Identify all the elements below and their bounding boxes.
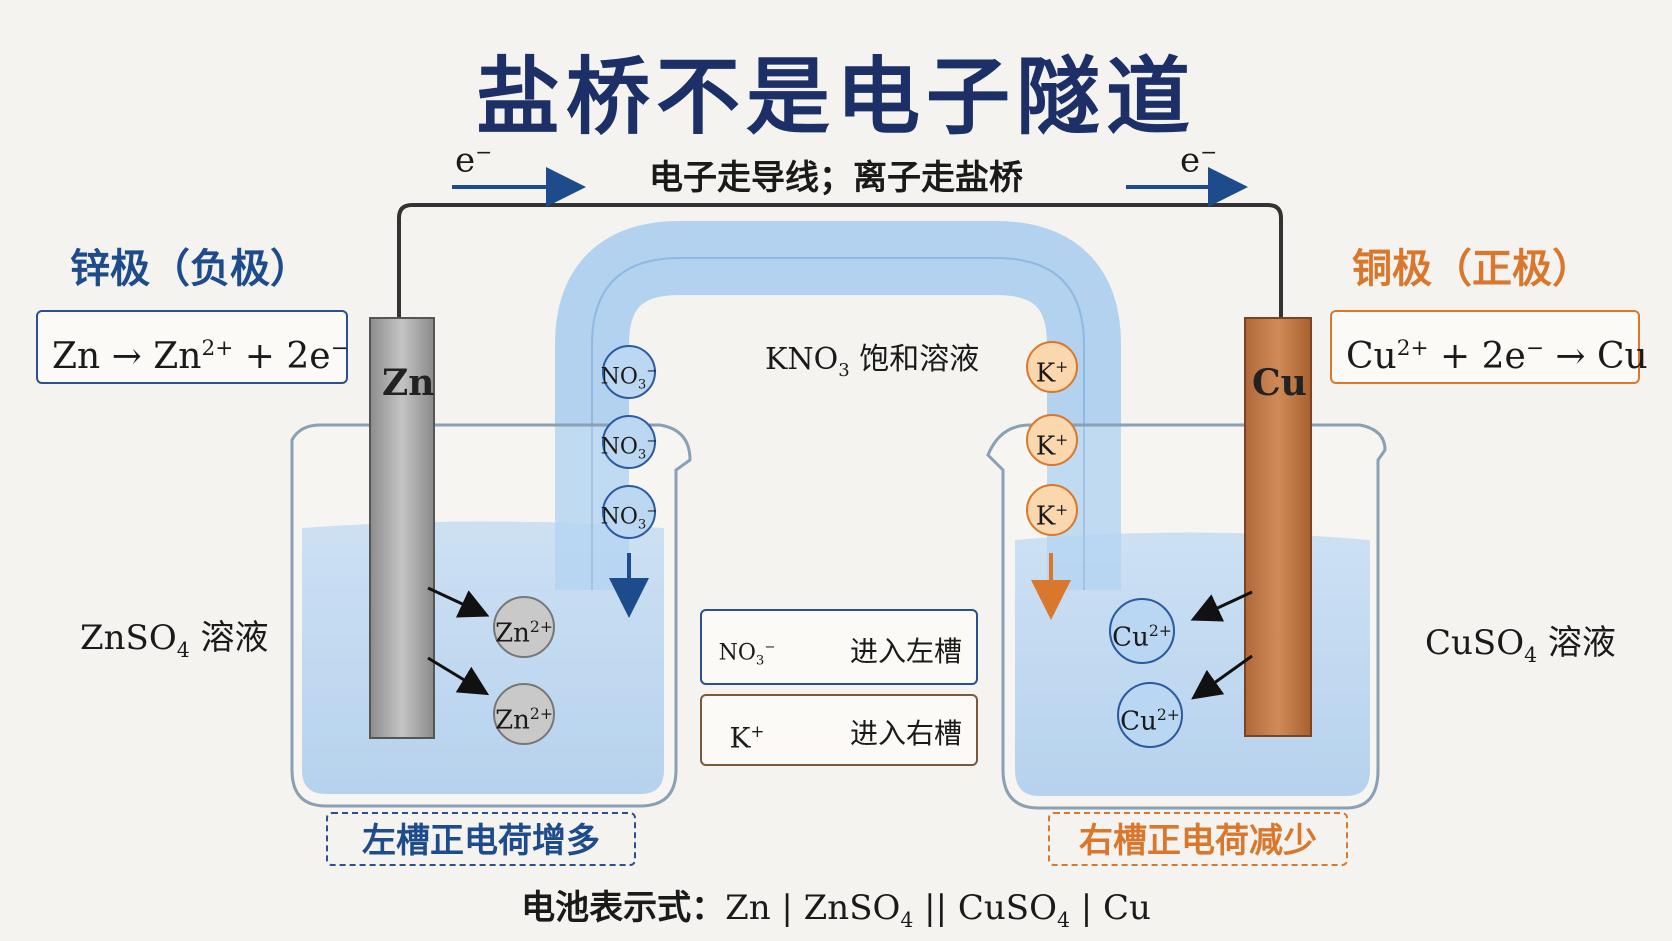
salt-bridge-outline (591, 257, 1085, 590)
legend-anion-text: 进入左槽 (850, 635, 963, 668)
page-title: 盐桥不是电子隧道 (475, 48, 1196, 146)
zinc-electrode-label: 锌极（负极） (70, 246, 310, 292)
salt-bridge-label: KNO3 饱和溶液 (765, 342, 980, 381)
zinc-ion-label-2: Zn2+ (495, 705, 553, 736)
electron-label-left: e− (455, 140, 493, 181)
nitrate-ion-2 (602, 415, 656, 469)
legend-nitrate-label: NO3− (718, 640, 776, 669)
legend-cation-box (700, 694, 978, 766)
electron-label-right: e− (1180, 140, 1218, 181)
zinc-ion-2 (493, 683, 555, 745)
copper-ion-label-2: Cu2+ (1120, 706, 1180, 737)
nitrate-ion-3 (602, 485, 656, 539)
zinc-ion-label-1: Zn2+ (495, 618, 553, 649)
left-charge-note: 左槽正电荷增多 (326, 812, 636, 866)
legend-potassium-label: K+ (729, 721, 765, 755)
copper-ion-1 (1109, 598, 1175, 664)
copper-metal-label: Cu (1252, 362, 1307, 404)
cu-deposit-arrow-2 (1191, 654, 1253, 700)
right-charge-note: 右槽正电荷减少 (1048, 812, 1348, 866)
nitrate-ion-1 (602, 345, 656, 399)
zn-release-arrow-2 (427, 656, 490, 696)
nitrate-ion-label-2: NO3− (600, 434, 658, 463)
potassium-ion-label-3: K+ (1035, 501, 1069, 532)
zinc-metal-label: Zn (382, 362, 435, 404)
copper-electrode (1244, 317, 1312, 737)
subtitle: 电子走导线；离子走盐桥 (649, 158, 1023, 198)
zinc-ion-1 (493, 596, 555, 658)
zinc-half-reaction: Zn → Zn2+ + 2e− (36, 310, 349, 384)
zinc-electrode (369, 317, 435, 739)
legend-cation-text: 进入右槽 (850, 717, 963, 750)
copper-half-reaction: Cu2+ + 2e− → Cu (1330, 310, 1648, 384)
copper-ion-label-1: Cu2+ (1112, 622, 1172, 653)
potassium-ion-3 (1026, 484, 1078, 536)
potassium-ion-label-2: K+ (1035, 431, 1069, 462)
copper-electrode-label: 铜极（正极） (1352, 246, 1592, 292)
external-wire (397, 203, 1283, 318)
copper-ion-2 (1117, 682, 1183, 748)
nitrate-ion-label-1: NO3− (600, 364, 658, 393)
cuso4-solution-label: CuSO4 溶液 (1425, 623, 1616, 667)
potassium-ion-2 (1026, 414, 1078, 466)
potassium-ion-label-1: K+ (1035, 358, 1069, 389)
legend-anion-box (700, 609, 978, 685)
zn-release-arrow-1 (427, 586, 490, 618)
cu-deposit-arrow-1 (1190, 590, 1253, 622)
cell-notation: 电池表示式：Zn | ZnSO4 || CuSO4 | Cu (521, 888, 1151, 932)
potassium-ion-1 (1026, 341, 1078, 393)
znso4-solution-label: ZnSO4 溶液 (80, 618, 269, 662)
nitrate-ion-label-3: NO3− (600, 504, 658, 533)
